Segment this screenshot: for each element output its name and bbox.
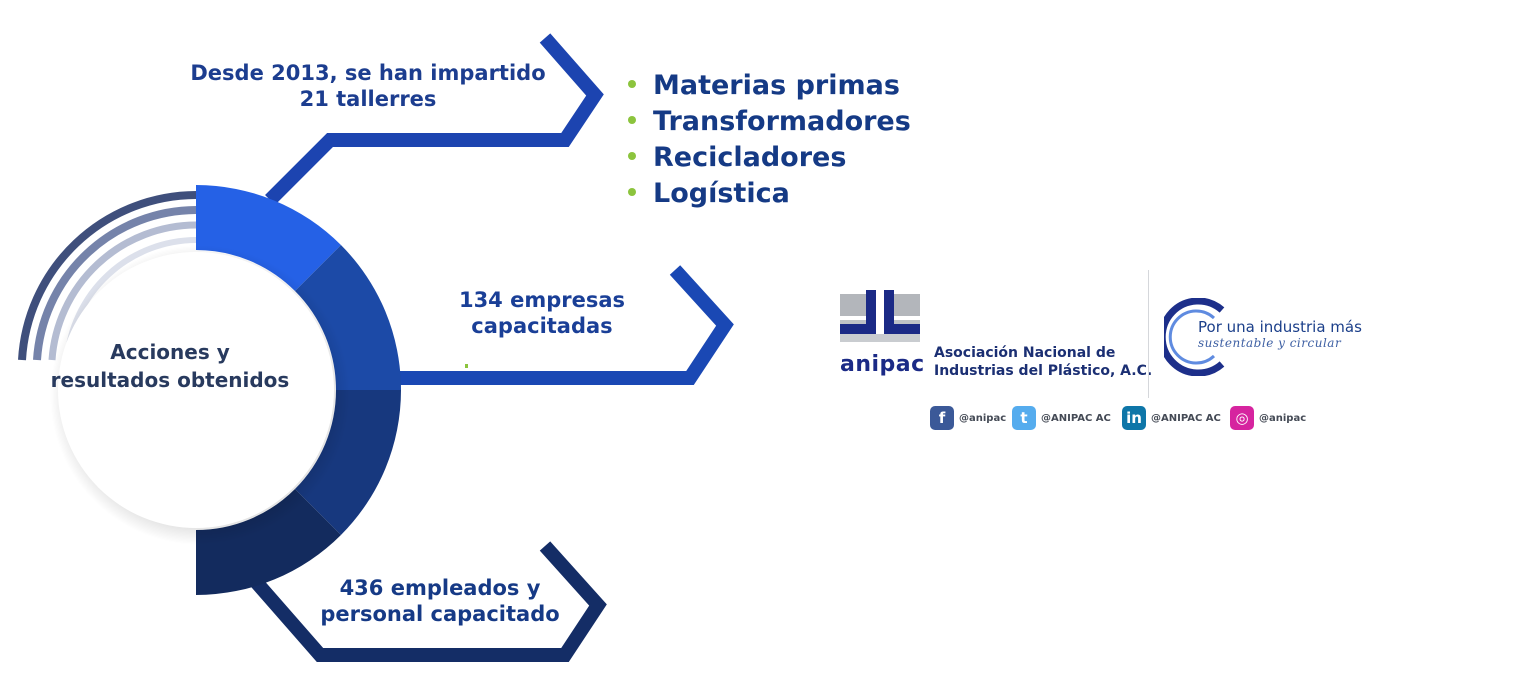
category-item: Transformadores (628, 104, 911, 140)
category-label: Materias primas (653, 70, 900, 101)
ring-segment-2 (294, 245, 401, 390)
bullet-icon (628, 115, 636, 124)
slogan-line1: Por una industria más (1198, 318, 1362, 336)
ring-segment-1 (196, 185, 341, 292)
organization-name: Asociación Nacional de Industrias del Pl… (934, 344, 1152, 380)
arrow-middle (400, 265, 734, 385)
slogan-line2: sustentable y circular (1198, 336, 1342, 350)
step1-line2: 21 tallerres (299, 87, 437, 112)
center-label-line2: resultados obtenidos (50, 368, 290, 392)
linkedin-icon: in (1122, 406, 1146, 430)
org-name-line1: Asociación Nacional de (934, 345, 1116, 361)
step2-line2: capacitadas (471, 314, 613, 339)
step-text-companies: 134 empresas capacitadas (432, 287, 652, 340)
step1-line1: Desde 2013, se han impartido (190, 61, 546, 85)
small-mark (465, 364, 468, 368)
bullet-icon (628, 79, 636, 88)
center-label: Acciones y resultados obtenidos (40, 338, 300, 394)
facebook-icon: f (930, 406, 954, 430)
progress-ring (196, 185, 401, 595)
bullet-icon (628, 187, 636, 196)
step-text-employees: 436 empleados y personal capacitado (300, 575, 580, 628)
twitter-handle: @ANIPAC AC (1041, 412, 1111, 424)
center-label-line1: Acciones y (110, 340, 230, 364)
category-list: Materias primas Transformadores Reciclad… (628, 68, 911, 212)
org-name-line2: Industrias del Plástico, A.C. (934, 363, 1153, 379)
divider (1148, 270, 1149, 398)
bullet-icon (628, 151, 636, 160)
anipac-logo-mark (840, 290, 920, 342)
category-label: Recicladores (653, 142, 847, 173)
category-item: Logística (628, 176, 911, 212)
category-item: Recicladores (628, 140, 911, 176)
category-label: Logística (653, 178, 790, 209)
facebook-handle: @anipac (959, 412, 1007, 424)
step3-line2: personal capacitado (320, 602, 560, 627)
ring-segment-3 (294, 390, 401, 535)
organization-block: anipac Asociación Nacional de Industrias… (838, 270, 1398, 440)
step3-line1: 436 empleados y (339, 576, 541, 600)
instagram-handle: @anipac (1259, 412, 1307, 424)
slogan-logo-mark (1164, 298, 1225, 376)
center-circle (58, 252, 334, 528)
step2-line1: 134 empresas (458, 288, 626, 312)
social-linkedin[interactable]: in @ANIPAC AC (1122, 404, 1221, 432)
arrow-top (265, 33, 604, 205)
category-label: Transformadores (653, 106, 911, 137)
twitter-icon: t (1012, 406, 1036, 430)
arrow-bottom (244, 541, 607, 662)
linkedin-handle: @ANIPAC AC (1151, 412, 1221, 424)
category-item: Materias primas (628, 68, 911, 104)
instagram-icon: ◎ (1230, 406, 1254, 430)
anipac-logo-text: anipac (840, 352, 925, 377)
social-twitter[interactable]: t @ANIPAC AC (1012, 404, 1111, 432)
social-instagram[interactable]: ◎ @anipac (1230, 404, 1306, 432)
ring-segment-4 (196, 488, 341, 595)
social-facebook[interactable]: f @anipac (930, 404, 1006, 432)
slogan: Por una industria más sustentable y circ… (1198, 318, 1362, 350)
step-text-workshops: Desde 2013, se han impartido 21 tallerre… (168, 60, 568, 113)
